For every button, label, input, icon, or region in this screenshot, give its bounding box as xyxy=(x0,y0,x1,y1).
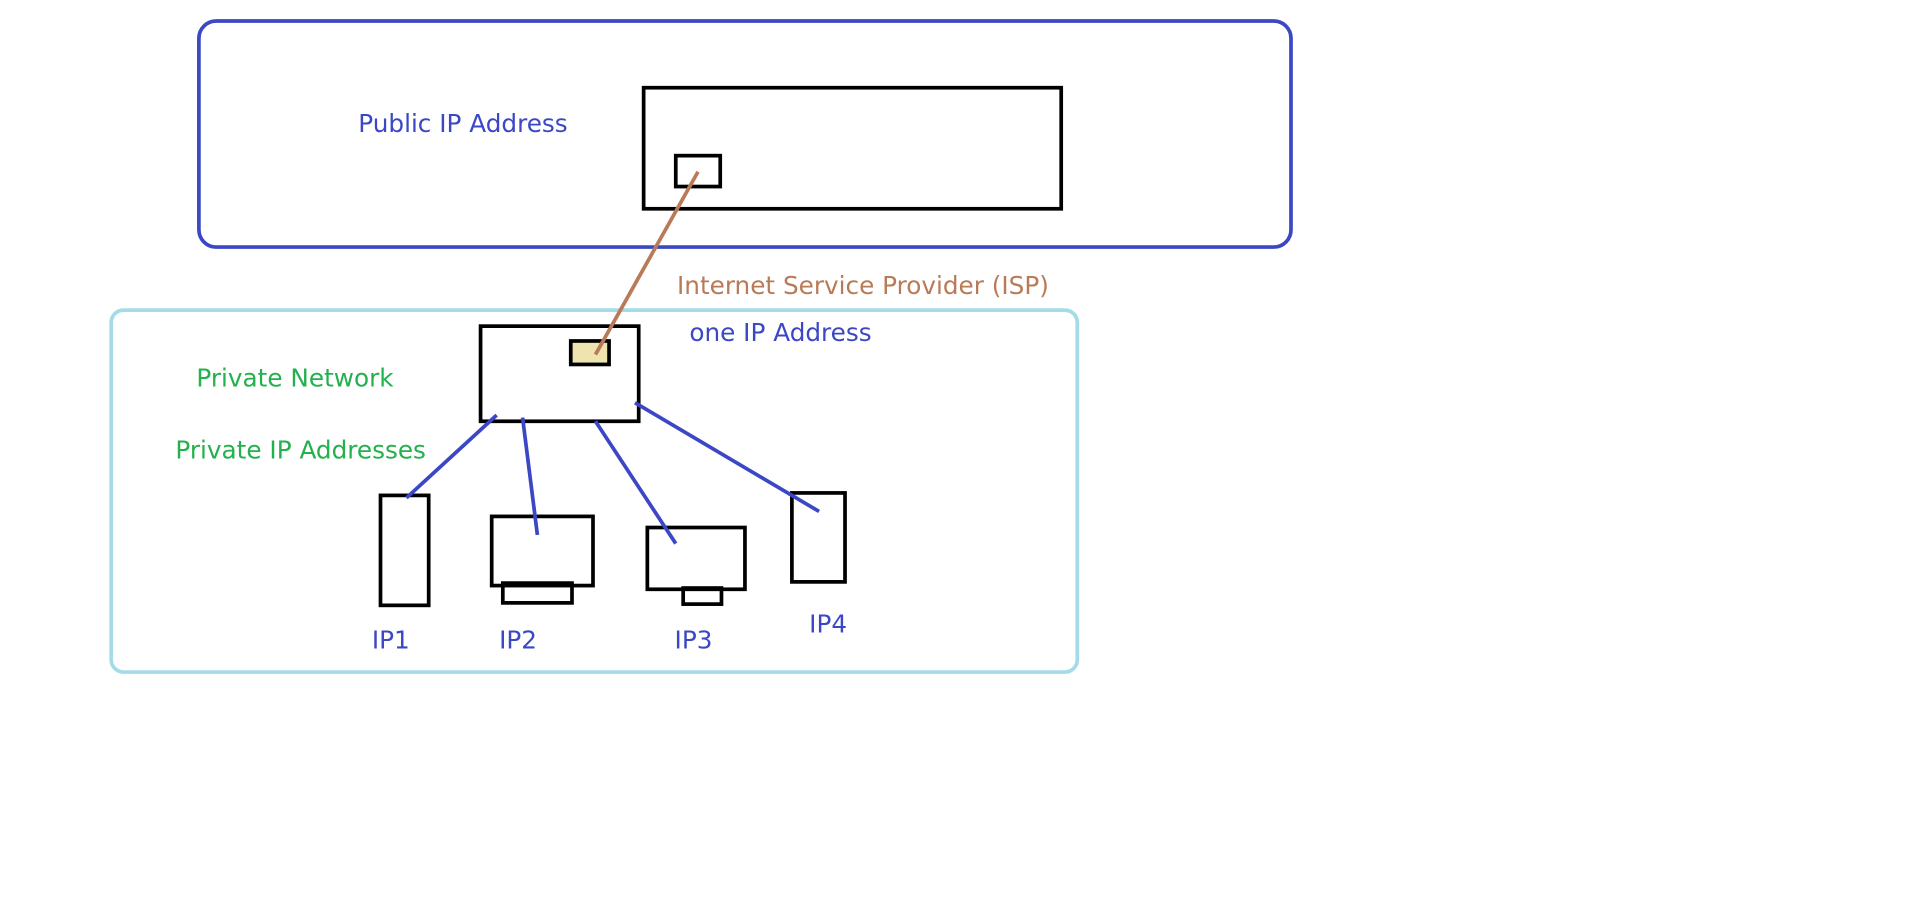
device-ip1 xyxy=(378,493,431,608)
device-ip2-screen xyxy=(489,514,595,588)
link-ip2 xyxy=(520,417,540,536)
ip3-label: IP3 xyxy=(674,625,713,655)
isp-link xyxy=(593,170,700,356)
diagram-drawing xyxy=(109,19,1293,674)
router-wan-port xyxy=(568,339,611,367)
private-network-frame xyxy=(109,308,1080,674)
private-ips-label: Private IP Addresses xyxy=(175,434,426,465)
public-network-frame xyxy=(197,19,1293,249)
router-box xyxy=(478,324,641,424)
ip2-label: IP2 xyxy=(499,625,538,655)
public-ip-label: Public IP Address xyxy=(358,108,568,139)
isp-server-port xyxy=(673,153,723,189)
device-ip3-base xyxy=(681,586,724,606)
link-ip3 xyxy=(593,420,678,545)
link-ip1 xyxy=(405,413,498,500)
device-ip2-base xyxy=(500,581,574,605)
one-ip-label: one IP Address xyxy=(689,317,872,348)
device-ip4 xyxy=(790,491,847,584)
isp-server-box xyxy=(641,85,1064,211)
ip4-label: IP4 xyxy=(809,609,848,639)
device-ip3-screen xyxy=(645,525,747,592)
link-ip4 xyxy=(634,401,821,514)
private-network-label: Private Network xyxy=(196,363,394,393)
ip1-label: IP1 xyxy=(371,625,410,655)
isp-label: Internet Service Provider (ISP) xyxy=(676,270,1049,301)
